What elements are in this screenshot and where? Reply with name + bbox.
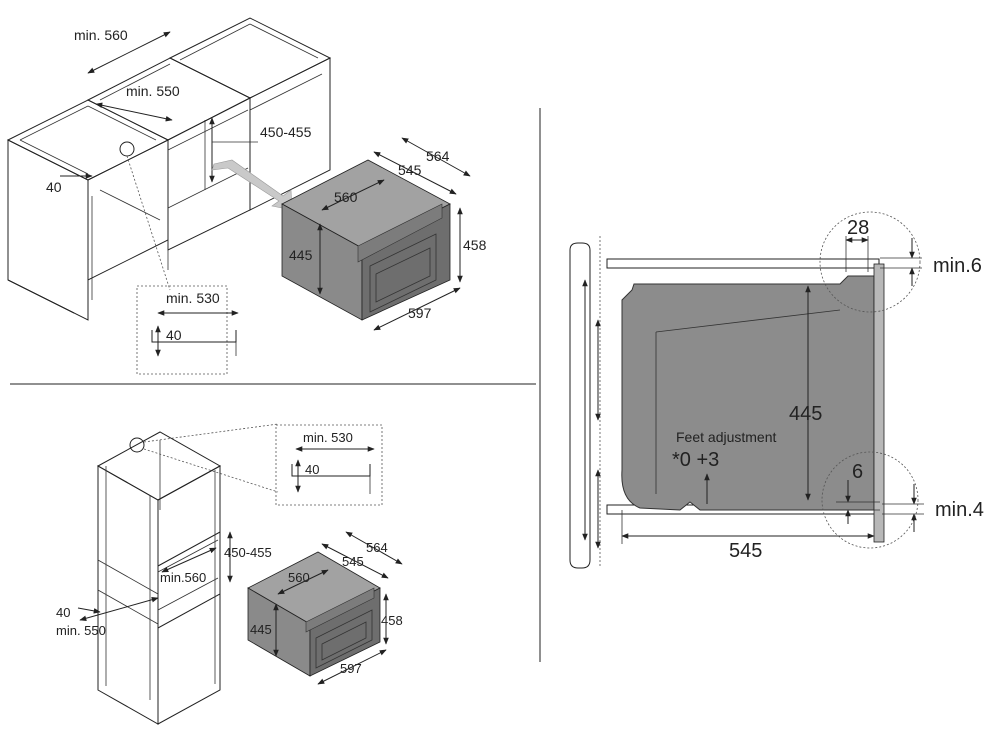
label-bottom-oven-width-body: 560: [288, 570, 310, 585]
label-top-gap: min.6: [933, 255, 982, 277]
label-oven-depth-total: 564: [426, 148, 450, 164]
label-back-offset: 40: [46, 179, 62, 195]
label-frame-depth: 28: [847, 217, 869, 239]
dim-lines-bottom-left: [77, 531, 233, 621]
label-cabinet-width: min. 560: [74, 27, 128, 43]
label-niche-depth: min. 550: [126, 83, 180, 99]
label-bottom-oven-depth-total: 564: [366, 540, 388, 555]
label-bottom-oven-depth-body: 545: [342, 554, 364, 569]
detail-marker-bottom: [129, 437, 145, 453]
label-bottom-offset: 6: [852, 461, 863, 483]
label-oven-height-front: 458: [463, 237, 487, 253]
detail-width-bottom: min. 530: [303, 430, 353, 445]
insert-arrow-icon: [211, 159, 293, 211]
label-feet-adjustment: Feet adjustment: [676, 429, 776, 445]
label-body-depth: 545: [729, 540, 762, 562]
label-bottom-gap: min.4: [935, 499, 984, 521]
cabinet-tall: [96, 431, 222, 725]
detail-height-bottom: 40: [305, 462, 319, 477]
label-bottom-niche-depth: min. 550: [56, 623, 106, 638]
label-oven-width-body: 560: [334, 189, 358, 205]
label-oven-width-front: 597: [408, 305, 432, 321]
dim-lines-top-left: [60, 31, 258, 183]
detail-box-bottom-left: [275, 424, 383, 506]
label-bottom-oven-height-body: 445: [250, 622, 272, 637]
label-feet-range: *0 +3: [672, 449, 719, 471]
dim-lines-bottom-left-oven: [273, 531, 403, 685]
oven-top-left: [281, 159, 451, 321]
label-oven-height-body: 445: [289, 247, 313, 263]
label-bottom-back-offset: 40: [56, 605, 70, 620]
dim-lines-top-left-oven: [317, 137, 471, 331]
detail-box-top-left: [136, 285, 239, 375]
label-bottom-oven-height-front: 458: [381, 613, 403, 628]
label-oven-depth-body: 545: [398, 162, 422, 178]
detail-height-top: 40: [166, 327, 182, 343]
label-bottom-niche-height: 450-455: [224, 545, 272, 560]
detail-width-top: min. 530: [166, 290, 220, 306]
label-body-height: 445: [789, 403, 822, 425]
detail-marker-top: [119, 141, 135, 157]
label-bottom-oven-width-front: 597: [340, 661, 362, 676]
label-niche-height: 450-455: [260, 124, 312, 140]
oven-bottom-left: [247, 551, 381, 677]
label-bottom-niche-width: min.560: [160, 570, 206, 585]
side-section-view: [569, 211, 924, 569]
